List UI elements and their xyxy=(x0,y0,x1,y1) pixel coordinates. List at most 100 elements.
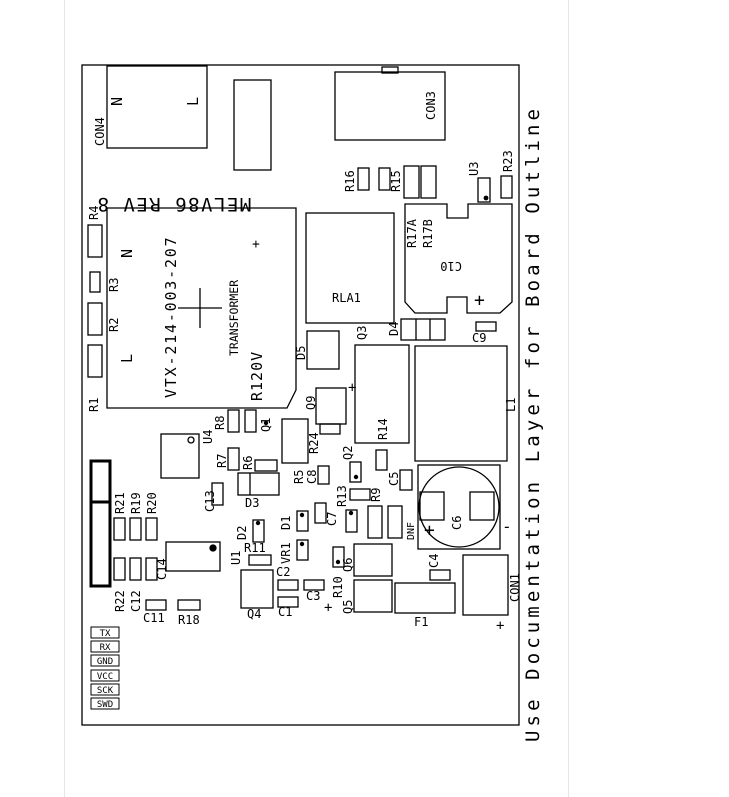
r1-label: R1 xyxy=(87,398,101,412)
r6-pad xyxy=(254,459,278,472)
f1-outline xyxy=(394,582,456,614)
c13-label: C13 xyxy=(203,490,217,512)
r11-pad xyxy=(248,554,272,566)
c14-label: C14 xyxy=(155,558,169,580)
r20-label: R20 xyxy=(145,492,159,514)
r8-label: R8 xyxy=(213,416,227,430)
r16-label: R16 xyxy=(343,170,357,192)
r18-pad xyxy=(177,599,201,611)
pin-label-rx: RX xyxy=(100,643,111,653)
d2-pad xyxy=(252,519,265,543)
c6-pad-right xyxy=(469,491,495,521)
c1-label: C1 xyxy=(278,605,292,619)
dnf-label: DNF xyxy=(406,522,417,540)
r3-pad xyxy=(89,271,101,293)
q2-label: Q2 xyxy=(341,446,355,460)
c13-pad xyxy=(211,482,224,506)
board-title: MELV86 REV 8 xyxy=(96,193,251,215)
r16-pad xyxy=(357,167,370,191)
transformer-pin-l: L xyxy=(118,354,136,363)
pin-box-rx xyxy=(90,640,120,653)
con1-plus: + xyxy=(496,618,504,634)
d1-label: D1 xyxy=(279,516,293,530)
r13-pad xyxy=(349,488,371,501)
c6-box xyxy=(417,464,501,550)
r14-plus: + xyxy=(348,380,356,396)
c5-label: C5 xyxy=(387,472,401,486)
c9-pad xyxy=(475,321,497,332)
right-guide-line xyxy=(568,0,569,797)
d2-label: D2 xyxy=(235,526,249,540)
r5-label: R5 xyxy=(292,470,306,484)
c12-label: C12 xyxy=(129,590,143,612)
d4-label: D4 xyxy=(387,322,401,336)
rla1-label: RLA1 xyxy=(332,291,361,305)
c11-label: C11 xyxy=(143,611,165,625)
c9-label: C9 xyxy=(472,331,486,345)
r18-label: R18 xyxy=(178,613,200,627)
r24-label: R24 xyxy=(307,432,321,454)
d5-outline xyxy=(306,330,340,370)
transformer-pin-n: N xyxy=(118,249,136,258)
pin-box-swd xyxy=(90,697,120,710)
q4-outline xyxy=(240,569,274,609)
board-outline xyxy=(81,64,520,726)
q2-pad xyxy=(349,461,362,483)
con4-n: N xyxy=(108,97,126,106)
r22-pad xyxy=(113,557,126,581)
r8-pad xyxy=(227,409,240,433)
r20-pad xyxy=(145,517,158,541)
left-guide-line xyxy=(64,0,65,797)
pin-label-gnd: GND xyxy=(97,657,113,667)
pin-box-sck xyxy=(90,683,120,696)
r23-label: R23 xyxy=(501,150,515,172)
q1-label: Q1 xyxy=(259,418,273,432)
r19-pad xyxy=(129,517,142,541)
r14-outline xyxy=(354,344,410,444)
r4-pad xyxy=(87,224,103,258)
c10-outline xyxy=(404,203,513,314)
con1-outline xyxy=(462,554,509,616)
transformer-voltage: R120V xyxy=(248,351,266,401)
c14-pad xyxy=(145,557,158,581)
transformer-label: TRANSFORMER xyxy=(227,280,241,356)
c6-circle xyxy=(418,466,500,548)
dnf-pad xyxy=(387,505,403,539)
pin-label-vcc: VCC xyxy=(97,672,113,682)
c1-pad xyxy=(277,596,299,608)
con3-outline xyxy=(334,71,446,141)
programming-header xyxy=(89,459,112,588)
con4-pad xyxy=(233,79,272,171)
con4-label: CON4 xyxy=(93,117,107,146)
r1-pad xyxy=(87,344,103,378)
c7-pad xyxy=(314,502,327,524)
c2-label: C2 xyxy=(276,565,290,579)
c5-pad xyxy=(399,469,413,491)
r7-pad xyxy=(227,447,240,471)
con3-tab xyxy=(381,66,399,74)
c8-label: C8 xyxy=(305,470,319,484)
d4-outline xyxy=(400,318,446,341)
c4-pad xyxy=(429,569,451,581)
c2-pad xyxy=(277,579,299,591)
d3-label: D3 xyxy=(245,496,259,510)
f1-label: F1 xyxy=(414,615,428,629)
u1-label: U1 xyxy=(229,551,243,565)
q1-pad xyxy=(244,409,257,433)
q9-outline xyxy=(315,387,347,425)
con3-label: CON3 xyxy=(424,91,438,120)
c10-plus: + xyxy=(474,290,485,311)
c6-pad-left xyxy=(419,491,445,521)
r9-label: R9 xyxy=(369,488,383,502)
r17b-pad xyxy=(420,165,437,199)
r14-label: R14 xyxy=(376,418,390,440)
c3-pad xyxy=(303,579,325,591)
u1-outline xyxy=(165,541,221,572)
l1-outline xyxy=(414,345,508,462)
c6-label: C6 xyxy=(450,516,464,530)
r21-label: R21 xyxy=(113,492,127,514)
c12-pad xyxy=(129,557,142,581)
pin-label-sck: SCK xyxy=(97,686,114,696)
q6-outline xyxy=(353,543,393,577)
